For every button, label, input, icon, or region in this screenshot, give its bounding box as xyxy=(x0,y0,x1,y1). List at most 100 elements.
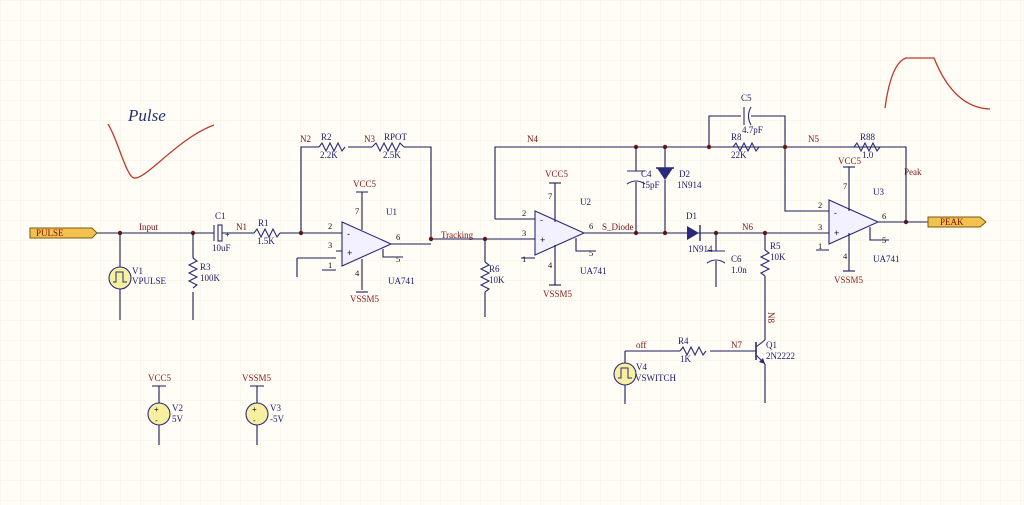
transistor-q1[interactable] xyxy=(755,339,766,365)
wire-u2-pins xyxy=(521,183,700,285)
u1-pin2: 2 xyxy=(328,221,332,231)
wire-u1-noninv xyxy=(296,257,336,277)
u1-pin7: 7 xyxy=(355,206,359,216)
u3-vcc-label: VCC5 xyxy=(838,156,862,166)
r5-value: 10K xyxy=(770,252,786,262)
d1-ref: D1 xyxy=(686,211,697,221)
v1-value: VPULSE xyxy=(132,276,167,286)
v1-ref: V1 xyxy=(132,266,143,276)
svg-text:-: - xyxy=(155,416,158,425)
resistor-r1[interactable] xyxy=(253,227,281,239)
v3-ref: V3 xyxy=(270,403,281,413)
resistor-rpot[interactable] xyxy=(371,141,405,153)
wire-feedback-u1 xyxy=(300,146,432,239)
u2-vss-label: VSSM5 xyxy=(543,289,573,299)
capacitor-c4[interactable] xyxy=(626,170,646,185)
net-label-n1: N1 xyxy=(236,222,247,232)
r4-value: 1K xyxy=(680,354,692,364)
net-label-n7: N7 xyxy=(731,340,742,350)
resistor-r5[interactable] xyxy=(759,249,771,277)
r88-value: 1.0 xyxy=(862,150,874,160)
opamp-u3[interactable] xyxy=(828,199,880,245)
wire-c4-d2 xyxy=(635,147,666,233)
wire-v3 xyxy=(250,385,264,445)
wire-u3-pins xyxy=(816,167,928,271)
c6-ref: C6 xyxy=(731,254,742,264)
net-label-s-diode: S_Diode xyxy=(602,222,634,232)
d1-value: 1N914 xyxy=(688,244,713,254)
resistor-r88[interactable] xyxy=(853,141,881,153)
u1-ref: U1 xyxy=(386,207,397,217)
resistor-r3[interactable] xyxy=(187,257,199,289)
net-label-n8: N8 xyxy=(766,312,776,323)
u3-minus-sign: - xyxy=(834,208,837,218)
u1-pin5: 5 xyxy=(396,254,400,264)
svg-text:-: - xyxy=(253,416,256,425)
capacitor-c5[interactable] xyxy=(743,106,752,126)
source-v3[interactable]: + - xyxy=(245,402,269,426)
svg-text:+: + xyxy=(154,405,159,414)
v3-vss-label: VSSM5 xyxy=(242,373,272,383)
capacitor-c6[interactable] xyxy=(706,250,726,264)
r6-ref: R6 xyxy=(489,264,500,274)
u2-pin3: 3 xyxy=(522,228,526,238)
u2-pin5: 5 xyxy=(589,248,593,258)
r4-ref: R4 xyxy=(678,336,689,346)
c1-value: 10uF xyxy=(212,243,231,253)
r1-ref: R1 xyxy=(258,218,269,228)
r8-value: 22K xyxy=(731,150,747,160)
d2-ref: D2 xyxy=(679,169,690,179)
u1-pin4: 4 xyxy=(355,268,360,278)
r1-value: 1.5K xyxy=(257,236,275,246)
resistor-r4[interactable] xyxy=(679,345,707,357)
resistor-r2[interactable] xyxy=(318,141,346,153)
pulse-input-port[interactable]: PULSE xyxy=(29,227,98,239)
rpot-ref: RPOT xyxy=(384,132,408,142)
r6-value: 10K xyxy=(489,275,505,285)
v3-value: -5V xyxy=(270,414,284,424)
svg-text:+: + xyxy=(252,405,257,414)
net-label-tracking: Tracking xyxy=(441,230,474,240)
net-label-input: Input xyxy=(139,222,158,232)
r2-ref: R2 xyxy=(321,132,332,142)
net-label-off: off xyxy=(636,340,646,350)
c4-value: 15pF xyxy=(641,180,660,190)
q1-value: 2N2222 xyxy=(766,351,795,361)
opamp-u2[interactable] xyxy=(534,210,586,256)
opamp-u1[interactable] xyxy=(341,221,393,267)
c1-ref: C1 xyxy=(215,211,226,221)
u2-pin6: 6 xyxy=(589,221,593,231)
resistor-r6[interactable] xyxy=(479,261,491,293)
u3-pin2: 2 xyxy=(818,200,822,210)
d2-value: 1N914 xyxy=(677,180,702,190)
r5-ref: R5 xyxy=(770,241,781,251)
u2-pin4: 4 xyxy=(548,260,553,270)
wire-c5-r8 xyxy=(708,115,829,212)
net-label-n6: N6 xyxy=(742,222,753,232)
net-label-n3: N3 xyxy=(364,134,375,144)
source-v4[interactable] xyxy=(613,362,637,386)
u3-pin4: 4 xyxy=(843,251,848,261)
junction-dot xyxy=(428,236,434,242)
u2-value: UA741 xyxy=(580,266,607,276)
u2-minus-sign: - xyxy=(540,215,543,225)
resistor-r8[interactable] xyxy=(732,141,760,153)
net-label-n4: N4 xyxy=(527,134,538,144)
v2-ref: V2 xyxy=(172,403,183,413)
peak-waveform-sketch xyxy=(884,57,991,110)
u3-pin5: 5 xyxy=(882,235,886,245)
pulse-waveform-sketch xyxy=(107,123,215,179)
peak-output-port[interactable]: PEAK xyxy=(927,216,987,228)
diode-d2[interactable] xyxy=(656,167,674,180)
u1-plus-sign: + xyxy=(347,248,352,258)
v2-vcc-label: VCC5 xyxy=(148,373,172,383)
v4-value: VSWITCH xyxy=(635,373,676,383)
source-v1[interactable] xyxy=(108,266,132,290)
u3-pin6: 6 xyxy=(882,211,886,221)
source-v2[interactable]: + - xyxy=(147,402,171,426)
c5-value: 4.7pF xyxy=(742,125,763,135)
u3-plus-sign: + xyxy=(834,228,839,238)
v2-value: 5V xyxy=(172,414,184,424)
